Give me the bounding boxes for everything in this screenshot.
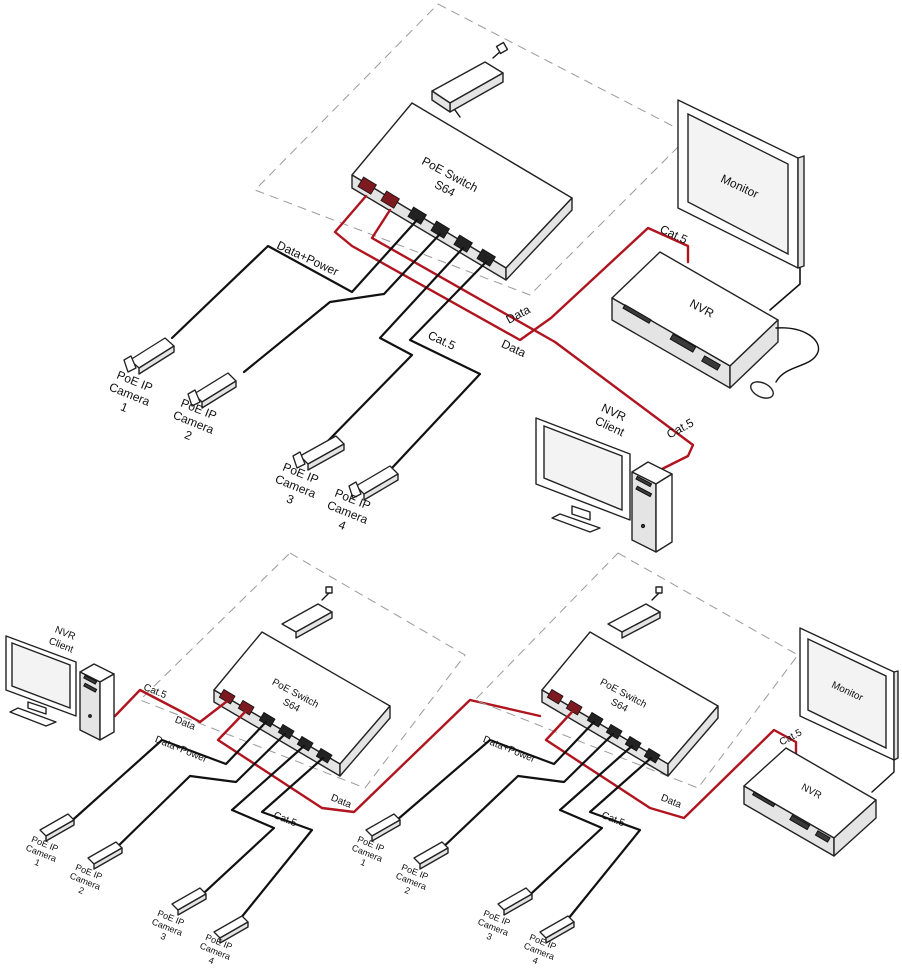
svg-text:4: 4 xyxy=(207,955,215,966)
svg-text:2: 2 xyxy=(403,885,411,896)
svg-text:1: 1 xyxy=(119,400,131,416)
top-camera-4 xyxy=(348,465,399,501)
top-link-data-2: Data xyxy=(499,337,528,361)
bottom-right-diagram: PoE Switch S64 PoE IP xyxy=(350,552,899,966)
bottom-right-power-adapter xyxy=(607,586,663,639)
top-power-adapter xyxy=(431,41,509,118)
bottom-left-diagram: PoE Switch S64 P xyxy=(5,552,542,966)
top-camera-3-label: PoE IP Camera 3 xyxy=(273,460,321,508)
bottom-left-camera-1-label: PoE IP Camera 1 xyxy=(24,834,59,868)
svg-text:3: 3 xyxy=(159,931,167,942)
bottom-right-monitor: Monitor xyxy=(799,627,899,793)
bottom-right-camera-2-label: PoE IP Camera 2 xyxy=(394,862,429,896)
svg-text:2: 2 xyxy=(183,428,195,444)
top-camera-1 xyxy=(123,337,175,375)
bottom-right-data-cables xyxy=(544,710,798,820)
bottom-right-link-data-power: Data+Power xyxy=(481,734,537,765)
top-monitor: Monitor xyxy=(677,99,805,311)
top-link-cat5-client: Cat.5 xyxy=(664,415,696,441)
top-nvr-client: NVR Client xyxy=(535,401,673,553)
bottom-left-link-data-power: Data+Power xyxy=(153,734,209,765)
top-link-data-power: Data+Power xyxy=(275,238,341,279)
svg-text:4: 4 xyxy=(531,955,539,966)
top-data-cables xyxy=(333,194,695,472)
bottom-right-camera-1-label: PoE IP Camera 1 xyxy=(350,834,385,868)
svg-text:3: 3 xyxy=(285,492,297,508)
bottom-right-link-cat5-switch: Cat.5 xyxy=(600,810,627,829)
bottom-right-camera-1 xyxy=(365,813,401,842)
top-switch-area xyxy=(254,3,691,296)
bottom-right-poe-switch: PoE Switch S64 xyxy=(541,631,719,777)
top-nvr: NVR xyxy=(611,251,820,399)
bottom-right-camera-3 xyxy=(497,887,533,916)
top-poe-cables xyxy=(170,218,488,470)
svg-text:4: 4 xyxy=(337,518,349,534)
top-diagram: PoE Switch S64 xyxy=(107,3,820,553)
top-camera-2-label: PoE IP Camera 2 xyxy=(171,396,219,444)
top-link-cat5-nvr: Cat.5 xyxy=(658,222,690,247)
bottom-left-camera-1 xyxy=(39,813,75,842)
bottom-left-camera-4 xyxy=(213,915,249,944)
bottom-right-camera-2 xyxy=(413,841,449,870)
bottom-right-nvr: NVR xyxy=(743,747,877,857)
bottom-right-camera-4 xyxy=(539,915,575,944)
svg-text:3: 3 xyxy=(485,931,493,942)
top-camera-3 xyxy=(292,435,345,471)
svg-text:1: 1 xyxy=(33,857,41,868)
top-camera-1-label: PoE IP Camera 1 xyxy=(107,368,155,416)
bottom-left-camera-2 xyxy=(87,841,123,870)
bottom-left-poe-switch: PoE Switch S64 xyxy=(213,631,391,777)
bottom-left-nvr-client: NVR Client xyxy=(5,625,115,741)
bottom-right-link-data: Data xyxy=(659,793,683,811)
top-camera-2 xyxy=(187,372,237,409)
top-poe-switch: PoE Switch S64 xyxy=(351,102,573,281)
svg-text:1: 1 xyxy=(359,857,367,868)
top-link-data-1: Data xyxy=(504,302,533,326)
bottom-right-link-cat5-nvr: Cat.5 xyxy=(778,727,805,748)
bottom-left-power-adapter xyxy=(281,586,333,639)
bottom-left-camera-2-label: PoE IP Camera 2 xyxy=(68,862,103,896)
bottom-right-switch-area xyxy=(474,552,799,789)
bottom-left-camera-3 xyxy=(171,887,207,916)
bottom-right-poe-cables xyxy=(388,720,653,926)
bottom-left-switch-area xyxy=(139,552,466,789)
bottom-left-poe-cables xyxy=(64,720,325,926)
svg-text:2: 2 xyxy=(77,885,85,896)
bottom-left-link-cat5-switch: Cat.5 xyxy=(272,810,299,829)
